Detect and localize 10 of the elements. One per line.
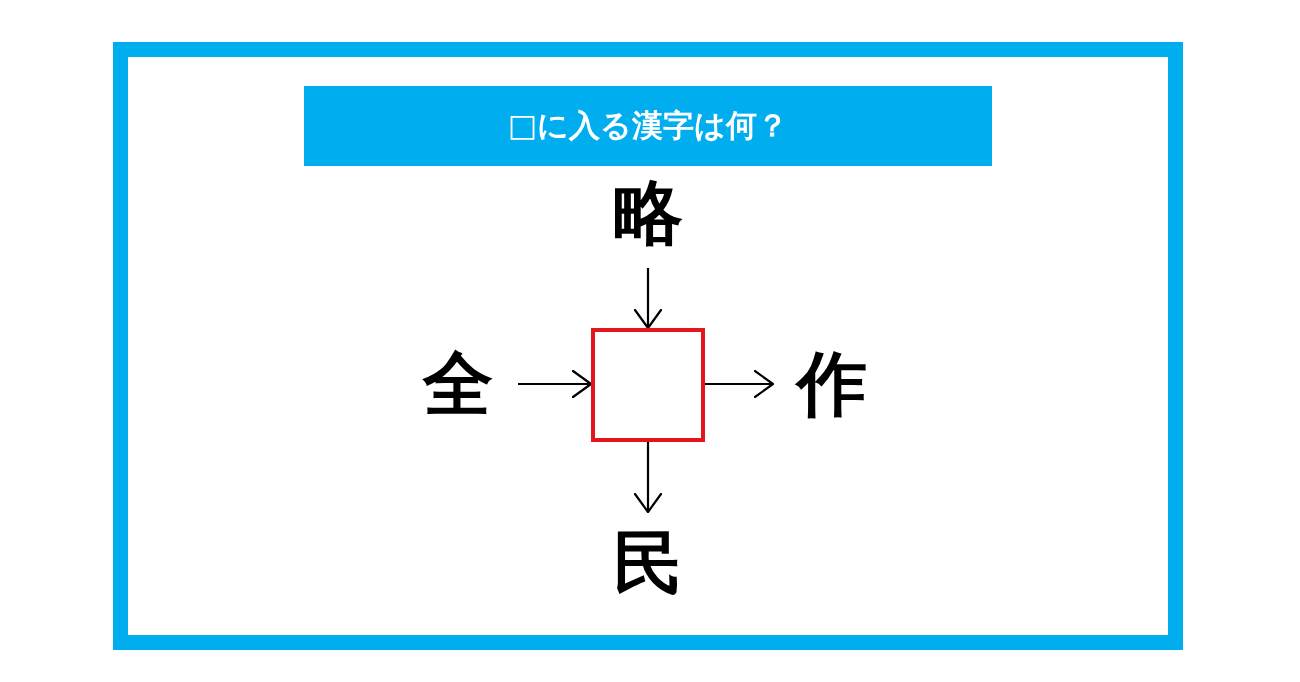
kanji-text: 略: [608, 178, 688, 268]
arrow: [633, 442, 663, 514]
kanji-text: 作: [773, 342, 867, 426]
answer-box: [591, 328, 705, 442]
arrow: [705, 369, 775, 399]
kanji-text: 民: [608, 512, 688, 598]
arrow: [518, 369, 593, 399]
kanji-text: 全: [423, 342, 518, 426]
arrow: [633, 268, 663, 330]
title-banner: □に入る漢字は何？: [304, 86, 992, 166]
